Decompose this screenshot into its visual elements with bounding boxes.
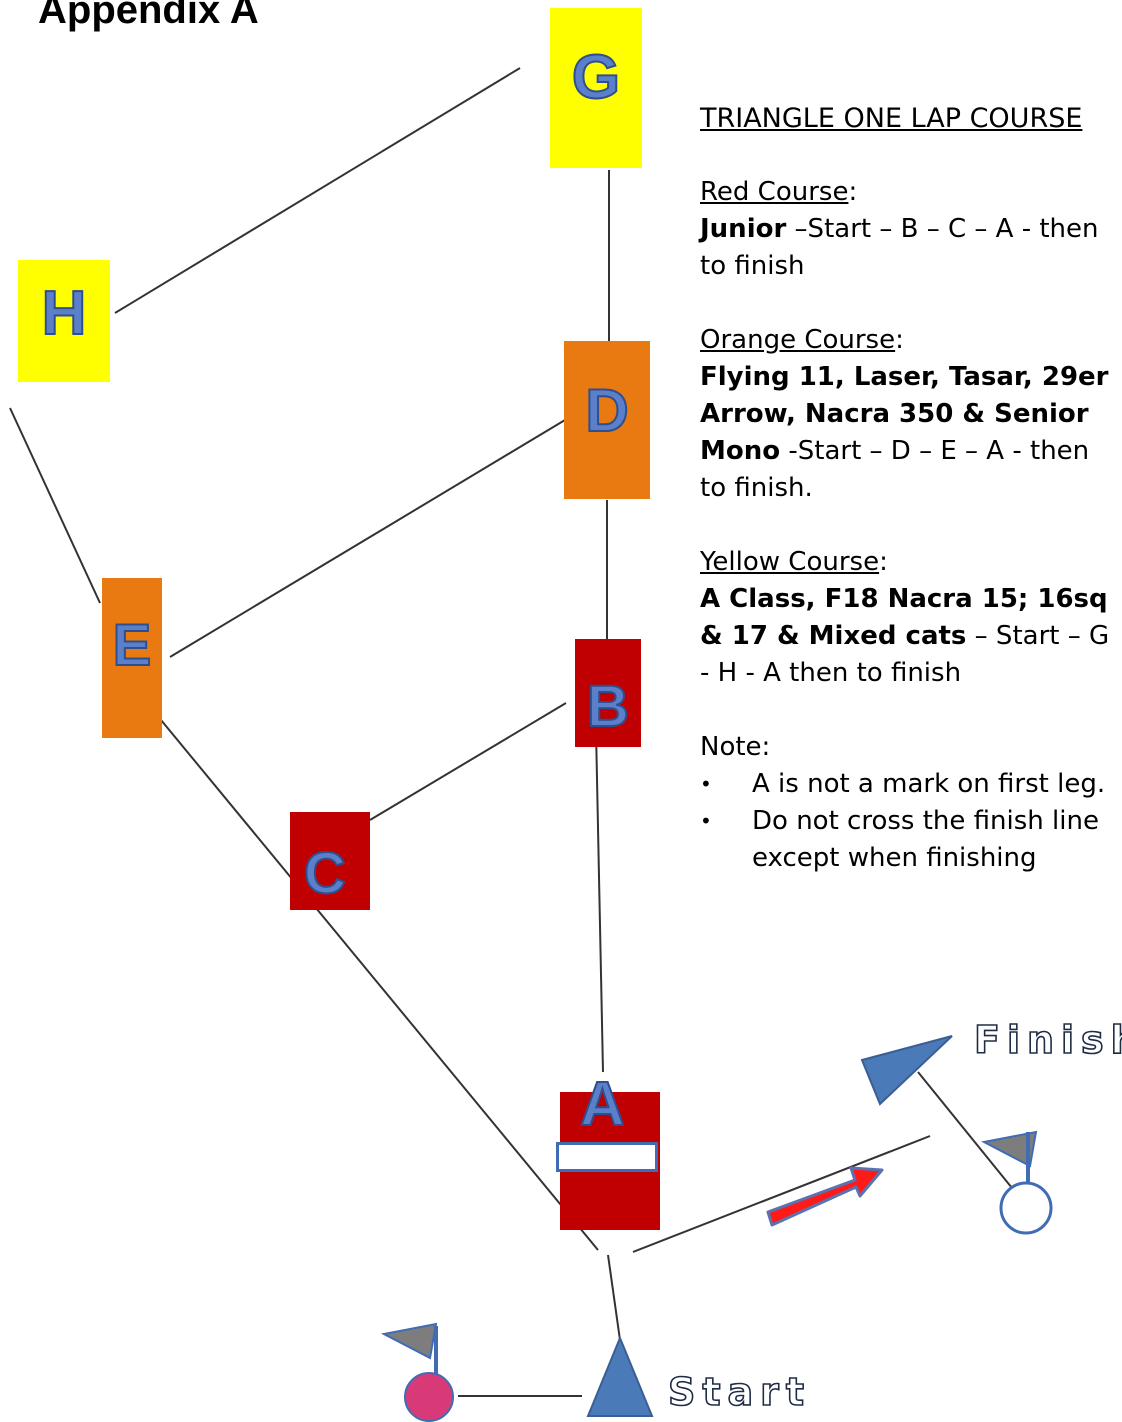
start-label: Start xyxy=(667,1369,812,1415)
start-boat-icon xyxy=(586,1335,654,1417)
leg-h-e xyxy=(9,407,101,604)
mark-a-band xyxy=(556,1142,658,1172)
start-pin-buoy-icon xyxy=(380,1322,454,1422)
mark-e: E xyxy=(102,578,162,738)
leg-b-c xyxy=(369,702,567,821)
finish-label: Finish xyxy=(973,1017,1122,1063)
leg-b-a xyxy=(595,729,604,1073)
mark-h-label: H xyxy=(41,279,88,348)
yellow-course-block: Yellow Course: A Class, F18 Nacra 15; 16… xyxy=(700,544,1120,692)
mark-d: D xyxy=(564,341,650,499)
orange-course-block: Orange Course: Flying 11, Laser, Tasar, … xyxy=(700,322,1120,507)
leg-a-start xyxy=(607,1254,621,1341)
red-course-heading: Red Course xyxy=(700,177,849,207)
note-block: Note: A is not a mark on first leg. Do n… xyxy=(700,729,1120,877)
finish-boat-mast xyxy=(917,1071,1013,1189)
yellow-course-classes: A Class, F18 Nacra 15; 16sq & 17 & Mixed… xyxy=(700,584,1108,651)
course-instructions: TRIANGLE ONE LAP COURSE Red Course: Juni… xyxy=(700,100,1120,877)
red-course-block: Red Course: Junior –Start – B – C – A - … xyxy=(700,174,1120,285)
yellow-course-colon: : xyxy=(879,547,888,577)
mark-g-label: G xyxy=(571,43,621,112)
course-heading: TRIANGLE ONE LAP COURSE xyxy=(700,103,1083,134)
red-course-route: –Start – B – C – A - then to finish xyxy=(700,214,1099,281)
orange-course-colon: : xyxy=(895,325,904,355)
mark-c-label: C xyxy=(303,841,347,906)
mark-b-label: B xyxy=(586,674,630,739)
note-item: Do not cross the finish line except when… xyxy=(700,803,1120,877)
yellow-course-heading: Yellow Course xyxy=(700,547,880,577)
mark-e-label: E xyxy=(112,613,153,678)
mark-g: G xyxy=(550,8,642,168)
page-title: Appendix A xyxy=(38,0,259,32)
mark-a-label: A xyxy=(579,1070,626,1139)
course-arrow xyxy=(766,1166,884,1227)
red-course-colon: : xyxy=(848,177,858,207)
orange-course-heading: Orange Course xyxy=(700,325,896,355)
finish-boat-icon xyxy=(860,1035,953,1106)
note-list: A is not a mark on first leg. Do not cro… xyxy=(700,766,1120,877)
orange-course-route: -Start – D – E – A - then to finish. xyxy=(700,436,1090,503)
yellow-course-route: – Start – G - H - A then to finish xyxy=(700,621,1110,688)
mark-h: H xyxy=(18,260,110,382)
note-heading: Note: xyxy=(700,732,771,762)
orange-course-classes: Flying 11, Laser, Tasar, 29er Arrow, Nac… xyxy=(700,362,1109,466)
leg-g-h xyxy=(114,67,521,314)
finish-pin-buoy-icon xyxy=(980,1130,1053,1235)
finish-line xyxy=(632,1135,931,1253)
red-course-classes: Junior xyxy=(700,214,787,244)
note-item: A is not a mark on first leg. xyxy=(700,766,1120,803)
leg-d-e xyxy=(169,419,566,658)
mark-b: B xyxy=(575,639,641,747)
mark-c: C xyxy=(290,812,370,910)
leg-e-start xyxy=(160,719,599,1251)
mark-d-label: D xyxy=(584,377,629,444)
